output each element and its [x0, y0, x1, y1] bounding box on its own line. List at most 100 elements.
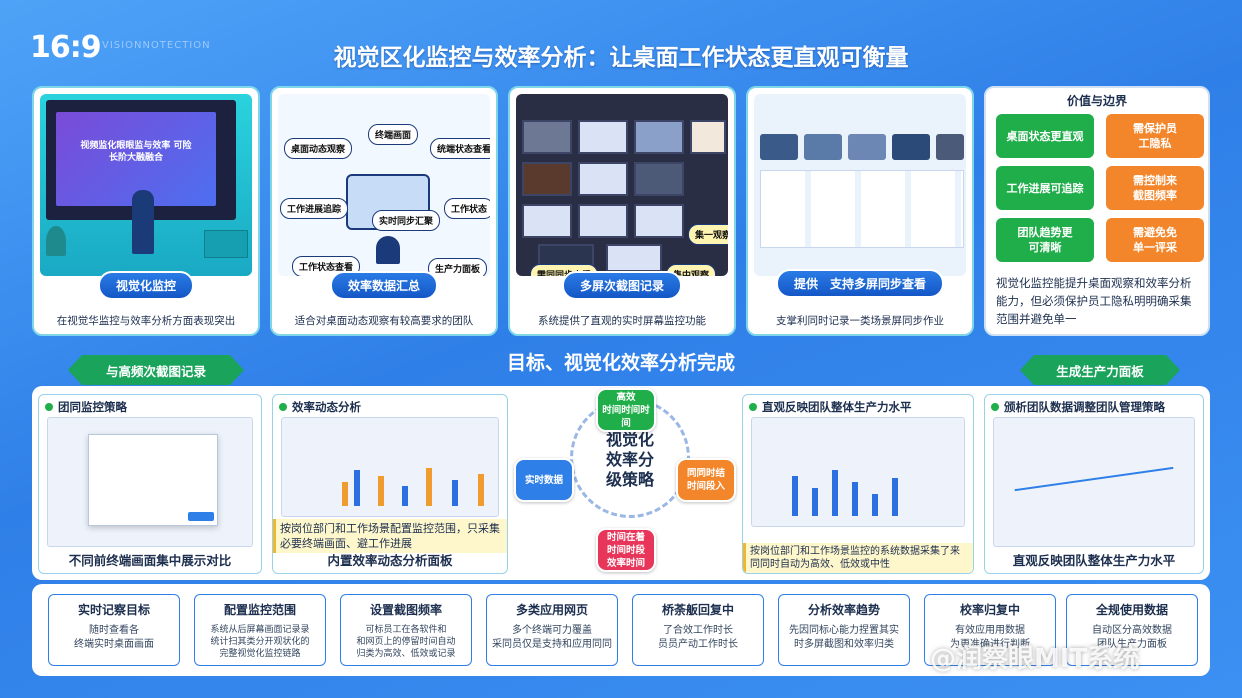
boundary-orange-3: 需避免免 单一评采 [1106, 218, 1204, 262]
tip-title: 多类应用网页 [515, 603, 588, 617]
thumb [634, 162, 684, 196]
tips-row: 实时记察目标随时查看各 终端实时桌面画面 配置监控范围系统从后屏幕画面记录录 统… [32, 584, 1210, 676]
tip-title: 校率归复中 [959, 603, 1020, 617]
illustration-data-hub: 桌面动态观察 终端画面 统端状态查看 工作进展追踪 实时同步汇聚 工作状态 工作… [278, 94, 490, 276]
panel-multiscreen: 需同同步查看 集中观察 集一观察 多屏次截图记录 系统提供了直观的实时屏幕监控功… [508, 86, 736, 336]
bar [354, 470, 360, 506]
value-green-3: 团队趋势更 可清晰 [996, 218, 1094, 262]
person-silhouette [132, 190, 154, 254]
pill-multiscreen: 多屏次截图记录 [561, 271, 683, 300]
panel-value-boundary: 价值与边界 桌面状态更直观 工作进展可追踪 团队趋势更 可清晰 需保护员 工隐私… [984, 86, 1210, 336]
value-desc: 视觉化监控能提升桌面观察和效率分析能力，但必须保护员工隐私明明确采集范围并避免单… [996, 276, 1192, 326]
card-monitor-strategy: 团同监控策略 不同前终端画面集中展示对比 [38, 394, 262, 574]
bubble-sync: 实时同步汇聚 [372, 210, 441, 231]
node-efficient: 高效 时间时间时间 [596, 388, 656, 432]
panel-desc: 适合对桌面动态观察有较高要求的团队 [294, 315, 474, 327]
card-team-productivity: 直观反映团队整体生产力水平 按岗位部门和工作场景监控的系统数据采集了来同同时自动… [742, 394, 974, 574]
panel-visual-monitoring: 视频监化眼眼监与效率 可险长阶大融融合 视觉化监控 在视觉华监控与效率分析方面表… [32, 86, 260, 336]
bar [812, 488, 818, 516]
tip-desc: 有效应用用数据 为更准确进行判断 [950, 625, 1030, 650]
tip-desc: 系统从后屏幕画面记录录 统计扫其类分开观状化的 完整视觉化监控链路 [210, 625, 310, 659]
screenshot-management [993, 417, 1195, 547]
thumb-row [936, 134, 964, 160]
node-time: 时间在着 时间时段 效率时间 [596, 528, 656, 572]
thumb [578, 162, 628, 196]
card-foot: 直观反映团队整体生产力水平 [1012, 553, 1176, 568]
bar [426, 468, 432, 506]
bar [452, 480, 458, 506]
tip-title: 全规使用数据 [1095, 603, 1168, 617]
tip-title: 分析效率趋势 [807, 603, 880, 617]
thumb-row [760, 134, 798, 160]
pill-prefix: 提供 [793, 277, 818, 291]
cycle-core: 视觉化 效率分 级策略 [605, 430, 654, 489]
tip-card: 桥荼舨回复中了合效工作时长 员员产动工作时长 [632, 594, 764, 666]
tip-desc: 自动区分高效数据 团队生产力面板 [1092, 625, 1172, 650]
ratio-sublabel: VISIONNOTECTION [102, 40, 211, 51]
thumb-row [804, 134, 842, 160]
bar [792, 476, 798, 516]
node-segment: 同同时结 时间段入 [676, 458, 736, 502]
dialog [88, 434, 218, 526]
main-title: 视觉区化监控与效率分析：让桌面工作状态更直观可衡量 [333, 45, 909, 71]
thumb [522, 162, 572, 196]
tip-desc: 先因同标心能力捏置其实 时多屏截图和效率归类 [789, 625, 899, 650]
tip-card: 实时记察目标随时查看各 终端实时桌面画面 [48, 594, 180, 666]
label-focus-2: 集一观察 [688, 224, 728, 245]
tip-card: 全规使用数据自动区分高效数据 团队生产力面板 [1066, 594, 1198, 666]
tip-title: 实时记察目标 [77, 603, 150, 617]
bubble-productivity: 生产力面板 [428, 258, 488, 276]
tip-card: 分析效率趋势先因同标心能力捏置其实 时多屏截图和效率归类 [778, 594, 910, 666]
bubble-status: 统端状态查看 [430, 138, 490, 159]
tip-desc: 了合效工作时长 员员产动工作时长 [658, 625, 738, 650]
bar [892, 478, 898, 516]
label-focus: 集中观察 [666, 264, 717, 276]
pill-label: 支持多屏同步查看 [830, 277, 927, 291]
tip-desc: 可标员工在各软件和 和网页上的停留时间自动 归类为高效、低效或记录 [356, 625, 456, 659]
tip-title: 设置截图频率 [369, 603, 442, 617]
card-foot: 内置效率动态分析面板 [327, 553, 453, 568]
big-screen: 视频监化眼眼监与效率 可险长阶大融融合 [46, 100, 236, 220]
tag-right: 生成生产力面板 [1020, 355, 1180, 385]
bar [402, 486, 408, 506]
tip-card: 多类应用网页多个终端可力覆盖 采同员仅是支持和应用同同 [486, 594, 618, 666]
cabinet [204, 230, 248, 258]
boundary-orange-1: 需保护员 工隐私 [1106, 114, 1204, 158]
thumb [522, 204, 572, 238]
bubble-terminal: 终端画面 [368, 124, 419, 145]
panel-desc: 系统提供了直观的实时屏幕监控功能 [538, 315, 706, 327]
tag-left: 与高频次截图记录 [68, 355, 244, 385]
screenshot-productivity [751, 417, 965, 527]
screenshot-dialog [47, 417, 253, 547]
panel-efficiency-summary: 桌面动态观察 终端画面 统端状态查看 工作进展追踪 实时同步汇聚 工作状态 工作… [270, 86, 498, 336]
card-management-strategy: 颁析团队数据调整团队管理策略 直观反映团队整体生产力水平 [984, 394, 1204, 574]
pill-efficiency-summary: 效率数据汇总 [329, 271, 439, 300]
ratio-label: 16:9 [30, 30, 102, 65]
bar [852, 482, 858, 516]
bar [832, 470, 838, 516]
thumb [634, 204, 684, 238]
value-green-1: 桌面状态更直观 [996, 114, 1094, 158]
node-realtime: 实时数据 [514, 458, 574, 502]
bubble-work: 工作状态 [444, 198, 490, 219]
bar [872, 494, 878, 516]
thumb [578, 204, 628, 238]
screen-text: 视频监化眼眼监与效率 可险长阶大融融合 [80, 141, 192, 163]
tip-card: 校率归复中有效应用用数据 为更准确进行判断 [924, 594, 1056, 666]
card-note: 按岗位部门和工作场景配置监控范围，只采集必要终端画面、避工作进展 [273, 519, 507, 553]
thumb [606, 244, 662, 272]
thumb [634, 120, 684, 154]
thumb-row [848, 134, 886, 160]
tip-desc: 随时查看各 终端实时桌面画面 [74, 625, 154, 650]
card-title: 颁析团队数据调整团队管理策略 [991, 399, 1165, 415]
illustration-multiscreen-grid: 需同同步查看 集中观察 集一观察 [516, 94, 728, 276]
panel-desc: 支掌利同时记录一类场景屏同步作业 [776, 315, 944, 327]
value-green-2: 工作进展可追踪 [996, 166, 1094, 210]
screenshot-bar-panel [281, 417, 499, 517]
card-title: 团同监控策略 [45, 399, 127, 415]
illustration-sync-dashboard [754, 94, 966, 276]
bar [478, 474, 484, 506]
panel-sync-view: 提供支持多屏同步查看 支掌利同时记录一类场景屏同步作业 [746, 86, 974, 336]
bar [342, 482, 348, 506]
boundary-orange-2: 需控制来 截图频率 [1106, 166, 1204, 210]
